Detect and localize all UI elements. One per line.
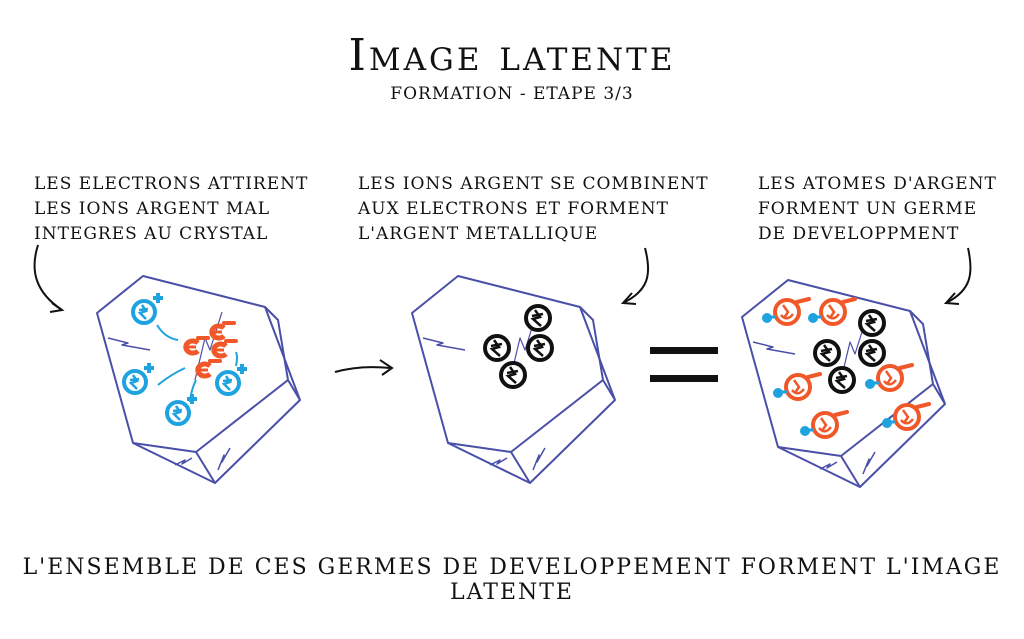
footer-caption: L'ensemble de ces germes de developpemen…: [22, 555, 1002, 605]
arrow-head-icon: [49, 302, 65, 313]
caption-step-1: Les electrons attirent les ions argent m…: [34, 172, 308, 247]
caption-line: Les atomes d'argent: [758, 174, 997, 194]
silver-atom: [858, 309, 886, 337]
caption-line: forment un germe: [758, 199, 978, 219]
silver-ion-3: [165, 392, 199, 426]
electron-2: [212, 323, 234, 338]
silver-atom: [813, 339, 841, 367]
silver-atom: [524, 304, 552, 332]
arrow-head-icon: [620, 292, 637, 305]
silver-atom: [483, 334, 511, 362]
page-subtitle: Formation - etape 3/3: [390, 84, 634, 104]
silver-ion-4: [215, 362, 249, 396]
silver-atom: [858, 339, 886, 367]
silver-atom: [526, 334, 554, 362]
pointer-arrow: [624, 247, 650, 303]
caption-line: l'argent metallique: [358, 224, 599, 244]
caption-line: Les electrons attirent: [34, 174, 309, 194]
equals-sign: [650, 375, 718, 382]
silver-atom: [499, 361, 527, 389]
silver-ion-2: [122, 361, 156, 395]
caption-step-2: Les ions argent se combinent aux electro…: [358, 172, 709, 247]
caption-line: Les ions argent se combinent: [358, 174, 709, 194]
equals-sign: [650, 347, 718, 354]
development-germ: [771, 372, 822, 401]
silver-atom: [828, 366, 856, 394]
development-germ: [760, 297, 811, 326]
page-title: Image latente: [348, 30, 676, 81]
pointer-arrow: [947, 247, 972, 303]
caption-step-3: Les atomes d'argent forment un germe de …: [758, 172, 997, 247]
caption-line: les ions argent mal: [34, 199, 270, 219]
process-arrow: [334, 366, 391, 373]
development-germ: [863, 363, 914, 392]
electron-3: [214, 341, 236, 356]
silver-ion-1: [131, 291, 165, 325]
arrow-head-icon: [379, 359, 394, 376]
development-germ: [798, 410, 849, 439]
arrow-head-icon: [943, 292, 960, 305]
caption-line: aux electrons et forment: [358, 199, 669, 219]
caption-line: integres au crystal: [34, 224, 269, 244]
development-germ: [806, 297, 857, 326]
caption-line: de developpment: [758, 224, 960, 244]
electron-4: [198, 361, 220, 376]
pointer-arrow: [33, 244, 63, 311]
